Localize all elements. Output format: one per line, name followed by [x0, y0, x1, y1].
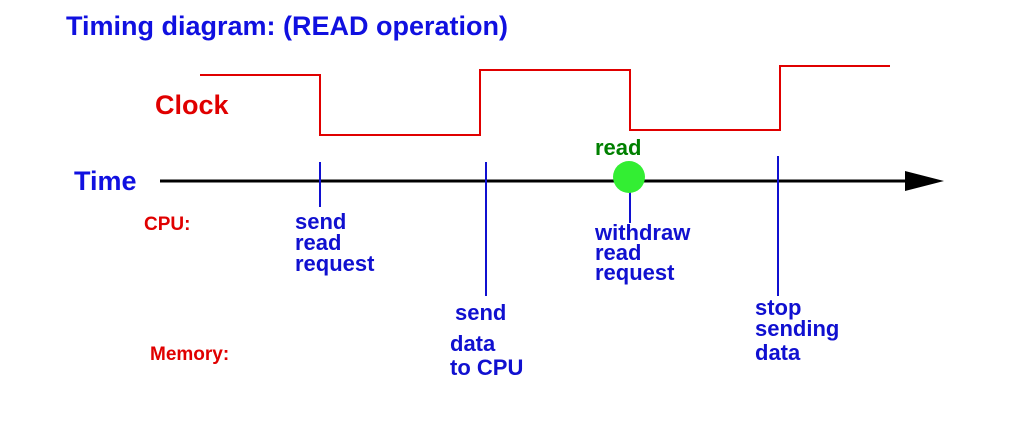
clock-waveform: [200, 65, 890, 136]
cpu-send-label-line-1: send: [295, 209, 346, 234]
diagram-title: Timing diagram: (READ operation): [66, 11, 508, 41]
memory-stop-label-line-1: stop: [755, 295, 801, 320]
cpu-row-label: CPU:: [144, 214, 190, 235]
cpu-withdraw-label-line-3: request: [595, 260, 675, 285]
read-point-marker: [613, 161, 645, 193]
clock-label: Clock: [155, 90, 230, 120]
memory-row-label: Memory:: [150, 344, 229, 365]
cpu-send-label-line-2: read: [295, 230, 341, 255]
memory-stop-label-line-3: data: [755, 340, 801, 365]
time-axis-arrowhead: [905, 171, 944, 191]
time-label: Time: [74, 166, 137, 196]
cpu-withdraw-label-line-2: read: [595, 240, 641, 265]
cpu-withdraw-label-line-1: withdraw: [594, 220, 691, 245]
memory-send-label-head: send: [455, 300, 506, 325]
memory-send-label-line-1: data: [450, 331, 496, 356]
memory-stop-label-line-2: sending: [755, 316, 839, 341]
read-point-label: read: [595, 135, 641, 160]
cpu-send-label-line-3: request: [295, 251, 375, 276]
memory-send-label-line-2: to CPU: [450, 355, 523, 380]
